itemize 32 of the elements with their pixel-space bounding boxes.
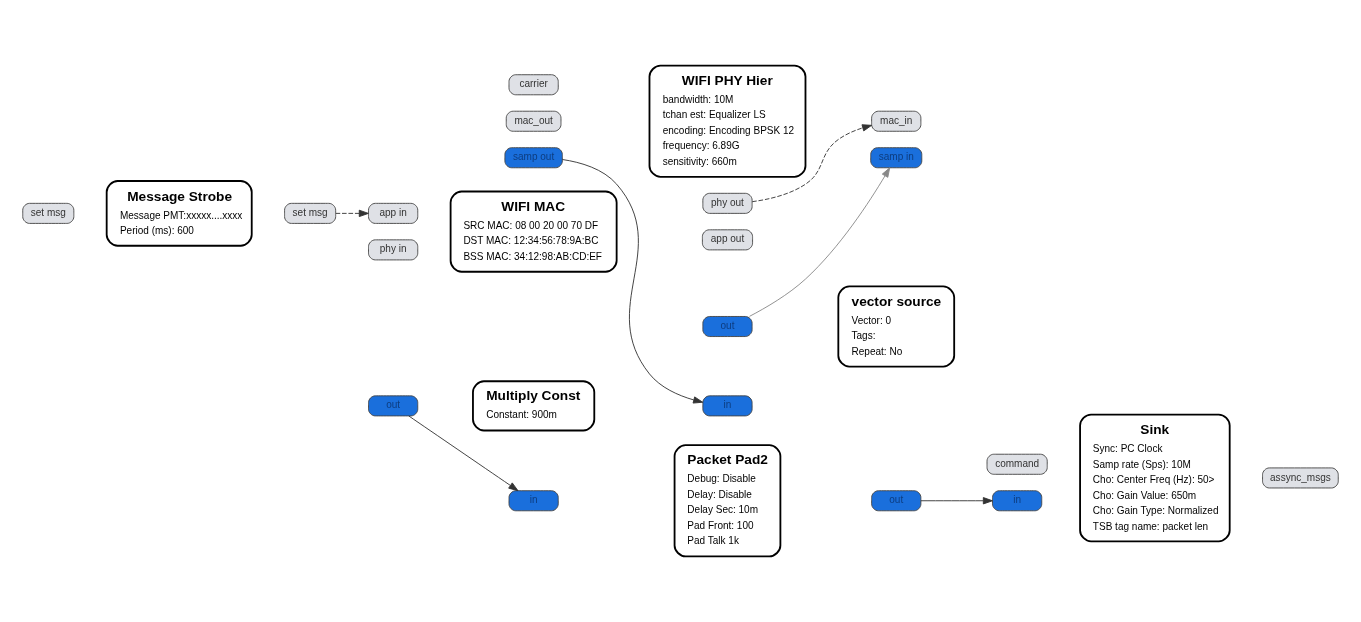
node-box: set msg bbox=[284, 202, 337, 224]
node-box: samp in bbox=[870, 147, 923, 169]
node-box: mac_in bbox=[871, 110, 922, 132]
node-box: Multiply Const Constant: 900m bbox=[472, 380, 596, 432]
arrow bbox=[751, 124, 873, 203]
node-box: in bbox=[992, 490, 1043, 512]
node-box: in bbox=[702, 395, 753, 417]
node-box: phy out bbox=[702, 192, 753, 214]
node-box: assync_msgs bbox=[1262, 467, 1339, 489]
node-box: in bbox=[508, 490, 559, 512]
arrow bbox=[408, 415, 519, 492]
node-box: out bbox=[871, 490, 922, 512]
node-box: app out bbox=[701, 229, 754, 251]
node-box: Packet Pad2 Debug: Disable Delay: Disable Delay Sec: 10m Pad Front: 100 Pad Talk 1k bbox=[673, 444, 782, 558]
node-box: out bbox=[702, 316, 753, 337]
node-box: mac_out bbox=[505, 110, 562, 132]
node-box: WIFI MAC SRC MAC: 08 00 20 00 70 DF DST MAC: 12:34:56:78:9A:BC BSS MAC: 34:12:98:AB:CD:EF bbox=[449, 190, 618, 273]
arrow bbox=[562, 159, 704, 404]
node-box: out bbox=[368, 395, 419, 417]
node-box: command bbox=[986, 453, 1048, 475]
arrow bbox=[920, 497, 993, 505]
node-box: set msg bbox=[22, 202, 75, 224]
node-box: WIFI PHY Hier bandwidth: 10M tchan est: Equalizer LS encoding: Encoding BPSK 12 frequency: 6.89G sensitivity: 660m bbox=[648, 64, 807, 178]
node-box: Sink Sync: PC Clock Samp rate (Sps): 10M Cho: Center Freq (Hz): 50> Cho: Gain Value: 650m Cho: Gain Type: Normalized TSB tag name: packet len bbox=[1079, 413, 1231, 543]
node-box: carrier bbox=[508, 74, 559, 96]
node-box: phy in bbox=[368, 239, 419, 261]
arrow bbox=[749, 167, 891, 317]
node-box: samp out bbox=[504, 147, 563, 169]
node-box: vector source Vector: 0 Tags: Repeat: No bbox=[837, 285, 956, 368]
arrow bbox=[335, 209, 369, 218]
node-box: Message Strobe Message PMT:xxxxx....xxxx Period (ms): 600 bbox=[105, 180, 253, 247]
node-box: app in bbox=[368, 202, 419, 224]
